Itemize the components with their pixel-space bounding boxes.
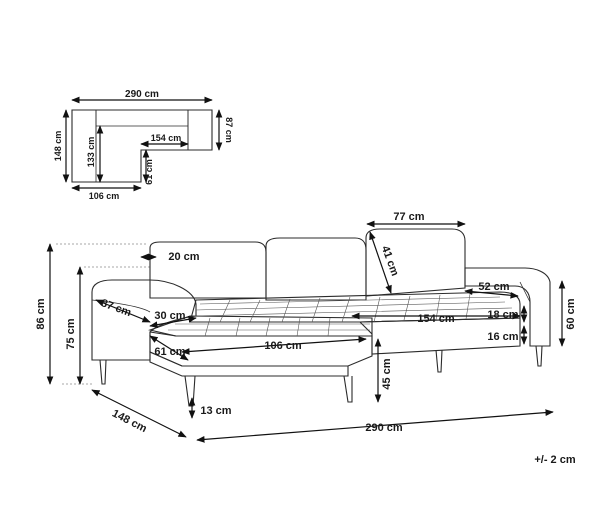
main-seat-length-label: 154 cm [417, 313, 455, 325]
seat-height-label: 45 cm [381, 358, 393, 389]
arm-depth-label: 87 cm [99, 297, 133, 319]
plan-total-depth-label: 148 cm [53, 131, 63, 162]
leg-back-right [535, 345, 543, 367]
leg-front-right [343, 375, 353, 403]
seat-depth-right-label: 52 cm [478, 281, 509, 293]
chaise-depth-label: 61 cm [154, 346, 185, 358]
total-width-label: 290 cm [365, 422, 403, 434]
base-thickness-label: 16 cm [487, 331, 518, 343]
leg-back-mid [435, 349, 443, 373]
leg-front-left [184, 375, 196, 407]
total-height-label: 86 cm [35, 298, 47, 329]
right-armrest [464, 267, 551, 347]
back-cushion-left [149, 241, 267, 299]
plan-left-back [71, 109, 97, 183]
right-arm-height-label: 60 cm [565, 298, 577, 329]
total-depth-label: 148 cm [110, 408, 149, 436]
leg-height-label: 13 cm [200, 405, 231, 417]
plan-width-label: 290 cm [125, 89, 159, 100]
back-cushion-middle [265, 237, 367, 301]
sofa-drawing [56, 228, 551, 407]
chaise-width-label: 106 cm [264, 340, 302, 352]
plan-view: 290 cm 87 cm 148 cm 133 cm 154 cm 61 cm … [53, 89, 234, 201]
back-cushion-right [365, 228, 466, 297]
plan-chaise-depth-label: 61 cm [144, 159, 154, 185]
armrest-width-label: 20 cm [168, 251, 199, 263]
seat-tufting [168, 293, 513, 337]
seat-thickness-label: 30 cm [154, 310, 185, 322]
plan-right-depth-label: 87 cm [224, 117, 234, 143]
right-arm-edge [519, 281, 531, 303]
sofa-dimensions: 77 cm 41 cm 20 cm 86 cm 75 cm 87 cm 30 c… [35, 211, 577, 466]
arm-height-label: 75 cm [65, 318, 77, 349]
plan-inner-depth-label: 133 cm [86, 137, 96, 168]
height-guide-lines [56, 243, 150, 385]
plan-right-arm [187, 109, 213, 151]
back-cushion-width-label: 77 cm [393, 211, 424, 223]
tolerance-note: +/- 2 cm [534, 454, 575, 466]
cushion-thickness-label: 18 cm [487, 309, 518, 321]
plan-chaise-width-label: 106 cm [89, 191, 120, 201]
leg-back-left [99, 359, 107, 385]
plan-seat-length-label: 154 cm [151, 133, 182, 143]
back-cushion-height-label: 41 cm [379, 244, 401, 278]
chaise-base [149, 351, 349, 377]
